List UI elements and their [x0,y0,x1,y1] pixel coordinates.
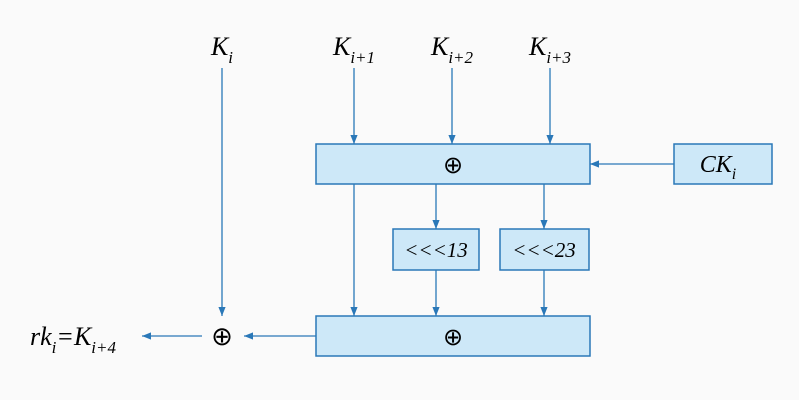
input-label-k-i-sub: i [228,48,233,67]
rot13-label: <<<13 [404,238,468,262]
ck-label-sub: i [732,166,736,183]
output-rhs-sub: i+4 [91,338,116,357]
input-label-k-i-plus-3-sub: i+3 [546,48,571,67]
input-label-k-i-plus-2-sub: i+2 [448,48,473,67]
output-lhs-sub: i [52,338,57,357]
ck-label: CKi [700,152,736,183]
top-xor-box [315,143,591,185]
input-label-k-i-plus-1-base: K [332,32,352,61]
final-xor-symbol: ⊕ [211,322,233,351]
rot23-label: <<<23 [512,238,576,262]
output-eq: = [56,322,74,351]
ck-label-base: CK [700,152,734,178]
input-label-k-i-base: K [210,32,230,61]
output-lhs-base: rk [30,322,52,351]
ck-box [673,143,773,185]
top-xor-symbol: ⊕ [443,153,463,179]
bottom-xor-symbol: ⊕ [443,325,463,351]
input-label-k-i-plus-1-sub: i+1 [350,48,375,67]
input-label-k-i: Ki [210,32,233,67]
input-label-k-i-plus-3-base: K [528,32,548,61]
input-label-k-i-plus-2: Ki+2 [430,32,474,67]
bottom-xor-box [315,315,591,357]
input-label-k-i-plus-1: Ki+1 [332,32,375,67]
input-label-k-i-plus-3: Ki+3 [528,32,571,67]
output-label: rki=Ki+4 [30,322,116,357]
output-rhs-base: K [73,322,93,351]
rot23-box [499,228,590,271]
input-label-k-i-plus-2-base: K [430,32,450,61]
